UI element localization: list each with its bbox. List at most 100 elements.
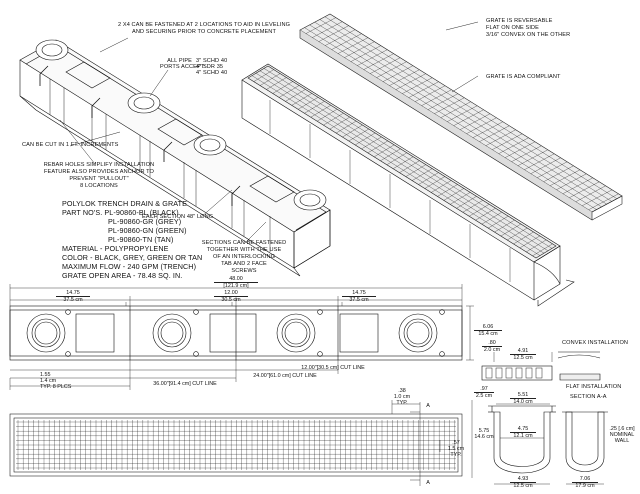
- depth-value: 5.75: [478, 428, 490, 434]
- spec-part-tn: PL-90860-TN (TAN): [108, 235, 174, 244]
- grate-end-typ: TYP.: [396, 400, 408, 406]
- plan-dimension-lines: [9, 284, 474, 390]
- leader-lines: [59, 21, 479, 245]
- dim-left-value: 14.75: [66, 290, 80, 296]
- grate-gap-typ: TYP.: [450, 452, 462, 458]
- callout-cut-increments: CAN BE CUT IN 1 FT. INCREMENTS: [22, 142, 119, 148]
- dim-rebar-hole: 1.55 1.4 cm TYP. 8 PLCS: [40, 372, 72, 390]
- spec-open-area: GRATE OPEN AREA - 78.48 SQ. IN.: [62, 271, 183, 280]
- fasten-note-line1: 2 X4 CAN BE FASTENED AT 2 LOCATIONS TO A…: [118, 22, 291, 28]
- base-w-metric: 12.5 cm: [510, 482, 536, 489]
- dim-right-metric: 37.5 cm: [342, 296, 376, 303]
- pipe-ports-line1: ALL PIPE: [167, 58, 192, 64]
- section-mark-bottom: A: [426, 480, 430, 486]
- dim-overall-metric: [121.9 cm]: [214, 282, 258, 289]
- fastened-line3: OF AN INTERLOCKING: [212, 254, 276, 260]
- dim-grate-gap: .57 1.5 cm TYP.: [444, 440, 468, 458]
- grate-gap-metric: 1.5 cm: [447, 446, 465, 452]
- fastened-line2: TOGETHER WITH THE USE: [206, 247, 282, 253]
- grate-h-metric: 2.0 cm: [482, 346, 502, 353]
- plan-view: [9, 302, 463, 361]
- spec-part-bl: PART NO'S. PL-90860-BL (BLACK): [62, 208, 179, 217]
- base-w-value: 4.93: [517, 476, 529, 482]
- iso-channel-body: [19, 39, 331, 277]
- dim-height-metric: 15.4 cm: [474, 330, 502, 337]
- installation-legend: [557, 351, 601, 381]
- iso-grate: [299, 13, 623, 221]
- spec-max-flow: MAXIMUM FLOW - 240 GPM (TRENCH): [62, 262, 197, 271]
- nominal-wall-label1: NOMINAL: [609, 432, 635, 438]
- rebar-line4: 8 LOCATIONS: [80, 183, 118, 189]
- cut-line-12: 12.00"[30.5 cm] CUT LINE: [301, 365, 365, 371]
- fastened-line5: SCREWS: [231, 268, 257, 274]
- rebar-line3: PREVENT "PULLOUT": [69, 176, 129, 182]
- depth-metric: 14.6 cm: [474, 434, 494, 440]
- pipe-ports-line4: 4" SDR 35: [196, 64, 224, 70]
- rebar-hole-metric: 1.4 cm: [40, 378, 57, 384]
- grate-end-value: .38: [398, 388, 406, 394]
- pipe-ports-line5: 4" SCHD 40: [196, 70, 228, 76]
- dim-depth: 5.75 14.6 cm: [474, 428, 494, 440]
- spec-title: POLYLOK TRENCH DRAIN & GRATE: [62, 199, 188, 208]
- fastened-line4: TAB AND 2 FACE: [221, 261, 267, 267]
- cut-line-36: 36.00"[91.4 cm] CUT LINE: [153, 381, 217, 387]
- dim-center-metric: 30.5 cm: [214, 296, 248, 303]
- overall-w-value: 7.06: [579, 476, 591, 482]
- grate-w-metric: 12.5 cm: [510, 354, 536, 361]
- spec-color: COLOR - BLACK, GREY, GREEN OR TAN: [62, 253, 203, 262]
- grate-w-value: 4.91: [517, 348, 529, 354]
- nominal-wall-value: .25 [.6 cm]: [609, 426, 635, 432]
- grate-reversible-line2: FLAT ON ONE SIDE: [486, 25, 539, 31]
- dim-center-value: 12.00: [224, 290, 238, 296]
- pipe-ports-line2: PORTS ACCEPT:: [160, 64, 206, 70]
- dim-right-value: 14.75: [352, 290, 366, 296]
- rebar-line1: REBAR HOLES SIMPLIFY INSTALLATION: [43, 162, 155, 168]
- grate-h-value: .80: [488, 340, 496, 346]
- nominal-wall-label2: WALL: [614, 438, 630, 444]
- legend-flat: FLAT INSTALLATION: [566, 384, 622, 390]
- grate-reversible-line3: 3/16" CONVEX ON THE OTHER: [486, 32, 571, 38]
- grate-end-metric: 1.0 cm: [393, 394, 411, 400]
- spec-material: MATERIAL - POLYPROPYLENE: [62, 244, 169, 253]
- overall-w-metric: 17.9 cm: [572, 482, 598, 489]
- dim-nominal-wall: .25 [.6 cm] NOMINAL WALL: [606, 426, 638, 444]
- lip-value: .97: [480, 386, 488, 392]
- rebar-hole-typ: TYP. 8 PLCS: [40, 384, 72, 390]
- inner-w-value: 5.51: [517, 392, 529, 398]
- fastened-line1: SECTIONS CAN BE FASTENED: [201, 240, 287, 246]
- dim-left-metric: 37.5 cm: [56, 296, 90, 303]
- dim-height-value: 6.06: [482, 324, 494, 330]
- spec-part-gn: PL-90860-GN (GREEN): [108, 226, 187, 235]
- legend-section: SECTION A-A: [570, 394, 607, 400]
- fasten-note-line2: AND SECURING PRIOR TO CONCRETE PLACEMENT: [132, 29, 276, 35]
- lip-metric: 2.5 cm: [474, 392, 494, 399]
- channel-w-metric: 12.1 cm: [510, 432, 536, 439]
- section-sketch-nominal: [562, 411, 608, 485]
- grate-reversible-line1: GRATE IS REVERSABLE: [486, 18, 553, 24]
- iso-grate-installed: [247, 65, 557, 259]
- section-mark-top: A: [426, 403, 430, 409]
- section-a-a: [471, 352, 556, 485]
- dim-grate-end: .38 1.0 cm TYP.: [388, 388, 416, 406]
- callout-grate-ada: GRATE IS ADA COMPLIANT: [486, 74, 561, 80]
- rebar-hole-value: 1.55: [40, 372, 51, 378]
- channel-w-value: 4.75: [517, 426, 529, 432]
- callout-section-long: EACH SECTION 48" LONG: [142, 214, 214, 220]
- legend-convex: CONVEX INSTALLATION: [562, 340, 629, 346]
- pipe-ports-line3: 3" SCHD 40: [196, 58, 228, 64]
- dim-overall-value: 48.00: [229, 276, 243, 282]
- grate-plan: [9, 400, 463, 486]
- cut-line-24: 24.00"[61.0 cm] CUT LINE: [253, 373, 317, 379]
- dim-overall-48: 48.00[121.9 cm]: [214, 276, 258, 289]
- rebar-line2: FEATURE ALSO PROVIDES ANCHOR TO: [43, 169, 155, 175]
